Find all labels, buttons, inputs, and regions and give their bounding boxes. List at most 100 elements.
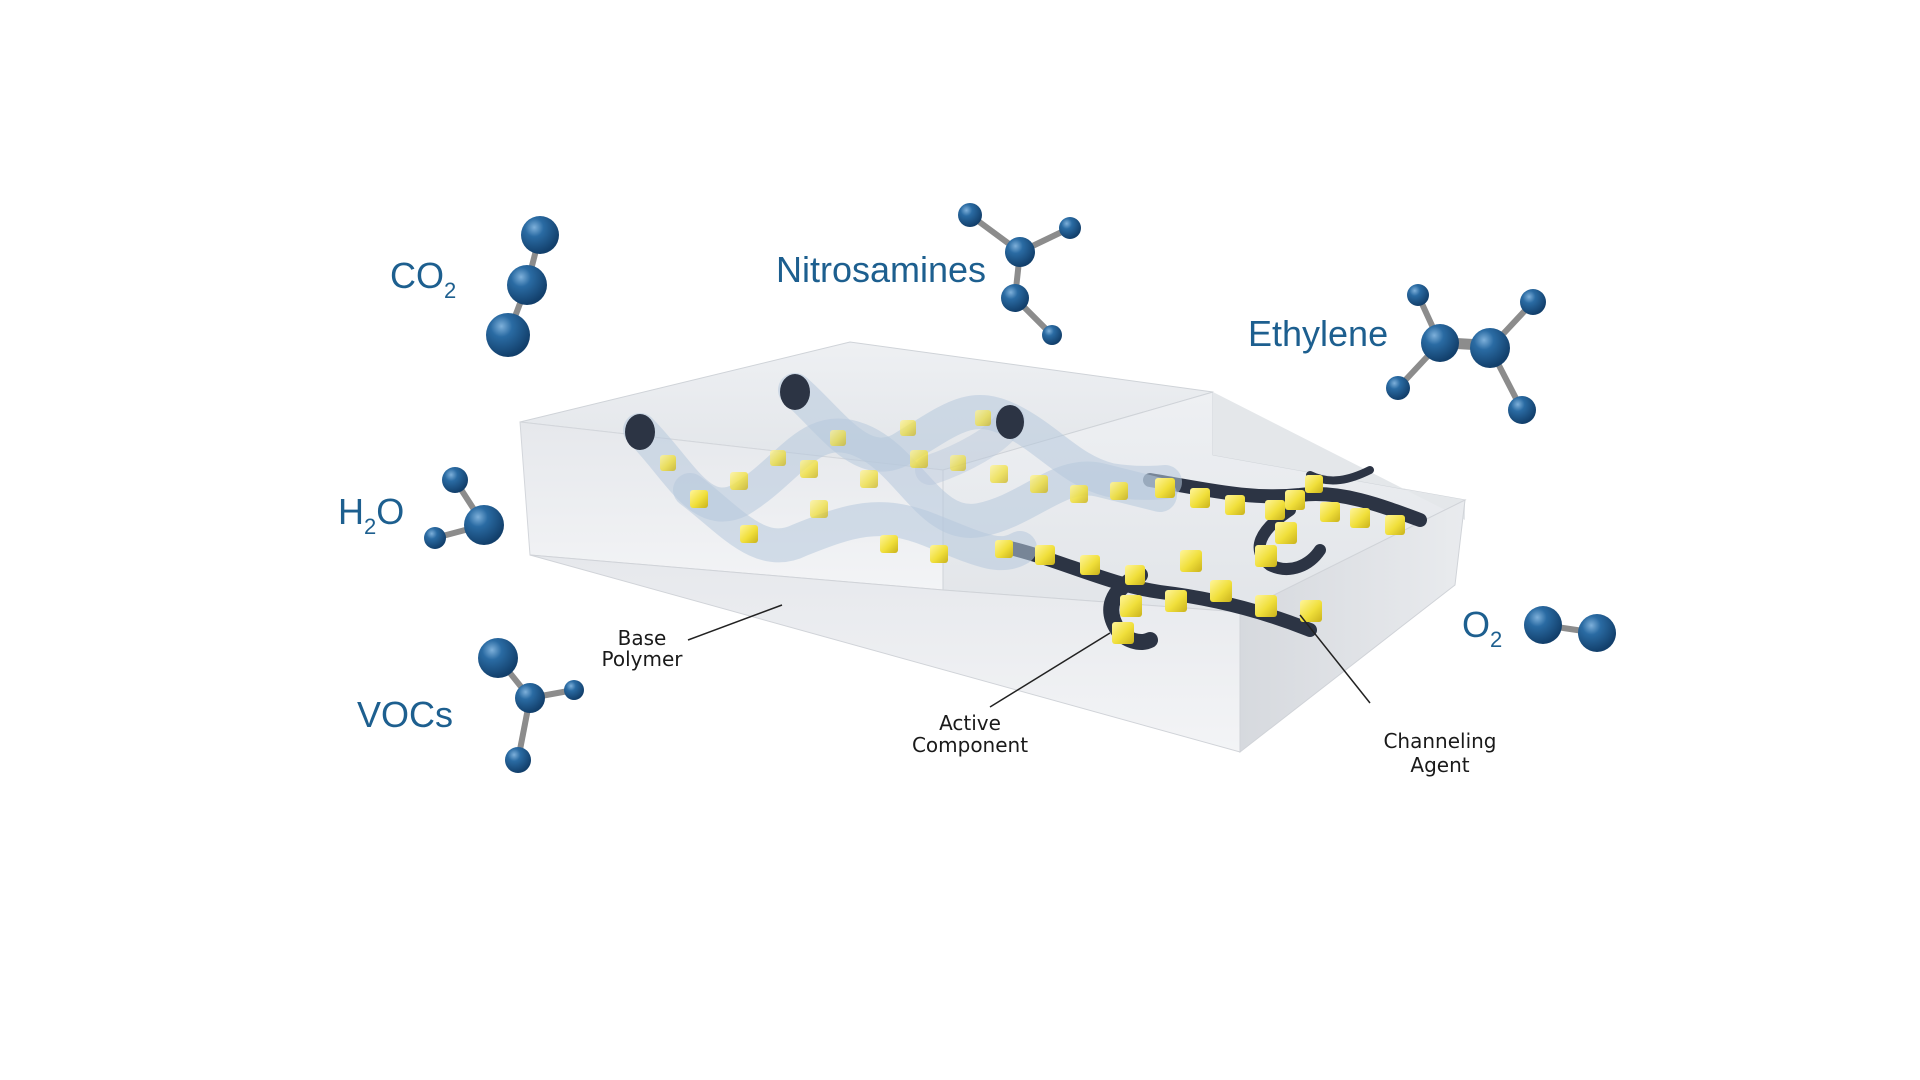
atom — [478, 638, 518, 678]
atom — [521, 216, 559, 254]
particle — [810, 500, 828, 518]
h2o-label: H2O — [338, 491, 404, 539]
particle — [910, 450, 928, 468]
particle — [995, 540, 1013, 558]
callout-active-component: Active Component — [912, 711, 1028, 757]
callout-channeling-agent: Channeling Agent — [1383, 729, 1496, 777]
particle — [1210, 580, 1232, 602]
o2-molecule — [1524, 606, 1616, 652]
particle — [860, 470, 878, 488]
particle — [1300, 600, 1322, 622]
atom — [1386, 376, 1410, 400]
callout-active-component-line1: Active — [939, 711, 1001, 735]
particle — [770, 450, 786, 466]
atom — [564, 680, 584, 700]
atom — [1059, 217, 1081, 239]
particle — [1305, 475, 1323, 493]
tube-3 — [673, 473, 1037, 571]
particle — [1320, 502, 1340, 522]
h2o-label-h: H — [338, 491, 364, 532]
callout-active-component-line2: Component — [912, 733, 1028, 757]
particle — [1350, 508, 1370, 528]
lower-step-back — [1213, 392, 1465, 520]
particle — [1265, 500, 1285, 520]
particle — [800, 460, 818, 478]
atom — [1042, 325, 1062, 345]
particle — [1120, 595, 1142, 617]
active-component-particles — [660, 410, 1405, 644]
particle — [950, 455, 966, 471]
particle — [1285, 490, 1305, 510]
particle — [930, 545, 948, 563]
atom — [486, 313, 530, 357]
atom — [1520, 289, 1546, 315]
particle — [1165, 590, 1187, 612]
particle — [1275, 522, 1297, 544]
callout-channeling-agent-line1: Channeling — [1383, 729, 1496, 753]
o2-label-main: O — [1462, 604, 1490, 645]
tube-opening-1 — [625, 414, 655, 450]
co2-label: CO2 — [390, 255, 456, 303]
particle — [830, 430, 846, 446]
atom — [464, 505, 504, 545]
particle — [1255, 595, 1277, 617]
nitrosamines-label: Nitrosamines — [776, 249, 986, 290]
particle — [1225, 495, 1245, 515]
particle — [1125, 565, 1145, 585]
callout-base-polymer-line2: Polymer — [602, 647, 684, 671]
atom — [442, 467, 468, 493]
particle — [1110, 482, 1128, 500]
leader-lines — [687, 604, 1371, 708]
ethylene-label: Ethylene — [1248, 313, 1388, 354]
atom — [1421, 324, 1459, 362]
atom — [505, 747, 531, 773]
callout-base-polymer-line1: Base — [618, 626, 667, 650]
atom — [1407, 284, 1429, 306]
o2-label-sub: 2 — [1490, 627, 1502, 652]
leader-channeling-agent — [1299, 614, 1371, 704]
co2-label-sub: 2 — [444, 278, 456, 303]
h2o-label-sub: 2 — [364, 514, 376, 539]
atom — [424, 527, 446, 549]
tube-2 — [778, 373, 1182, 500]
particle — [1385, 515, 1405, 535]
particle — [740, 525, 758, 543]
atom — [1578, 614, 1616, 652]
particle — [1070, 485, 1088, 503]
particle — [990, 465, 1008, 483]
h2o-label-o: O — [376, 491, 404, 532]
leader-base-polymer — [687, 604, 783, 641]
atom — [1508, 396, 1536, 424]
vocs-label: VOCs — [357, 694, 453, 735]
co2-molecule — [486, 216, 559, 357]
atom — [515, 683, 545, 713]
particle — [900, 420, 916, 436]
particle — [660, 455, 676, 471]
atom — [1524, 606, 1562, 644]
right-side-face — [1239, 499, 1466, 754]
particle — [1030, 475, 1048, 493]
particle — [1255, 545, 1277, 567]
particle — [1035, 545, 1055, 565]
atom — [507, 265, 547, 305]
atom — [1001, 284, 1029, 312]
nitrosamines-molecule — [958, 203, 1081, 345]
particle — [1180, 550, 1202, 572]
callout-base-polymer: Base Polymer — [602, 626, 684, 671]
tube-opening-2 — [780, 374, 810, 410]
atom — [1005, 237, 1035, 267]
particle — [1112, 622, 1134, 644]
atom — [1470, 328, 1510, 368]
callout-channeling-agent-line2: Agent — [1410, 753, 1469, 777]
particle — [1080, 555, 1100, 575]
particle — [975, 410, 991, 426]
leader-active-component — [989, 632, 1111, 708]
particle — [1155, 478, 1175, 498]
h2o-molecule — [424, 467, 504, 549]
atom — [958, 203, 982, 227]
particle — [730, 472, 748, 490]
o2-label: O2 — [1462, 604, 1502, 652]
particle — [690, 490, 708, 508]
vocs-molecule — [478, 638, 584, 773]
